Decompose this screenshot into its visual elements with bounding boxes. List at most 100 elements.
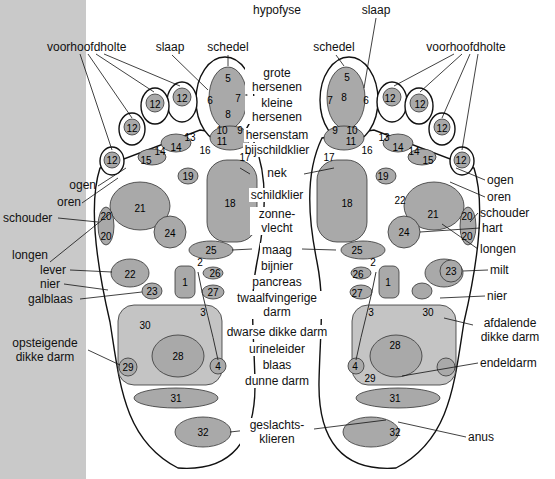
organ-label: ogen (69, 178, 96, 192)
organ-label: afdalende dikke darm (473, 316, 548, 344)
callout-number: 24 (398, 227, 409, 238)
callout-number: 20 (100, 211, 111, 222)
organ-label: hersenstam (244, 128, 311, 142)
callout-number: 13 (184, 132, 195, 143)
organ-label: pancreas (250, 275, 303, 289)
callout-number: 4 (215, 361, 221, 372)
callout-number: 9 (237, 125, 243, 136)
organ-label: slaap (156, 40, 185, 54)
callout-number: 25 (205, 245, 216, 256)
callout-number: 10 (216, 125, 227, 136)
callout-number: 14 (408, 146, 419, 157)
callout-number: 18 (224, 198, 235, 209)
leader-lines (50, 18, 488, 437)
organ-label: voorhoofdholte (426, 40, 505, 54)
organ-label: hart (482, 221, 503, 235)
organ-label: galblaas (28, 292, 73, 306)
organ-label: bijschildklier (243, 143, 312, 157)
callout-number: 6 (363, 95, 369, 106)
callout-number: 2 (370, 257, 376, 268)
callout-number: 20 (461, 231, 472, 242)
callout-number: 16 (361, 145, 372, 156)
organ-label: grote hersenen (245, 66, 309, 94)
organ-label: nier (487, 289, 507, 303)
callout-number: 27 (351, 288, 362, 299)
callout-number: 26 (352, 269, 363, 280)
callout-number: 17 (239, 152, 250, 163)
callout-number: 32 (197, 427, 208, 438)
organ-label: oren (487, 190, 511, 204)
callout-number: 29 (122, 362, 133, 373)
callout-number: 15 (140, 155, 151, 166)
callout-number: 11 (217, 136, 227, 147)
callout-number: 6 (207, 95, 213, 106)
callout-number: 8 (225, 109, 231, 120)
organ-label: lever (40, 263, 66, 277)
callout-number: 12 (176, 93, 187, 104)
callout-number: 18 (341, 198, 352, 209)
callout-number: 2 (197, 257, 203, 268)
callout-number: 16 (199, 145, 210, 156)
callout-number: 30 (139, 320, 150, 331)
organ-label: longen (480, 242, 516, 256)
callout-number: 12 (455, 155, 466, 166)
callout-number: 25 (351, 245, 362, 256)
callout-number: 3 (200, 307, 206, 318)
callout-number: 31 (170, 393, 181, 404)
callout-number: 12 (414, 99, 425, 110)
organ-label: hypofyse (251, 3, 303, 17)
callout-number: 21 (427, 209, 438, 220)
callout-number: 21 (134, 203, 145, 214)
callout-number: 23 (445, 266, 456, 277)
callout-number: 27 (207, 287, 218, 298)
organ-label: longen (12, 248, 48, 262)
organ-label: schedel (313, 40, 354, 54)
organ-label: blaas (261, 358, 294, 372)
callout-number: 30 (422, 307, 433, 318)
right-foot (310, 57, 480, 468)
organ-label: schildklier (249, 188, 306, 202)
callout-number: 11 (346, 136, 356, 147)
callout-number: 20 (461, 211, 472, 222)
organ-label: twaalfvingerige darm (228, 291, 327, 319)
callout-number: 3 (368, 307, 374, 318)
organ-label: voorhoofdholte (47, 40, 126, 54)
organ-label: maag (260, 243, 294, 257)
organ-label: dunne darm (243, 374, 311, 388)
callout-number: 4 (352, 361, 358, 372)
callout-number: 26 (209, 268, 220, 279)
callout-number: 20 (100, 231, 111, 242)
callout-number: 12 (384, 93, 395, 104)
organ-label: opsteigende dikke darm (4, 336, 86, 364)
left-foot (94, 57, 264, 468)
callout-number: 19 (182, 171, 193, 182)
callout-number: 1 (182, 277, 188, 288)
callout-number: 12 (149, 99, 160, 110)
callout-number: 10 (346, 125, 357, 136)
organ-label: urineleider (247, 342, 307, 356)
callout-number: 23 (146, 286, 157, 297)
callout-number: 13 (378, 132, 389, 143)
callout-number: 14 (154, 146, 165, 157)
callout-number: 22 (394, 195, 405, 206)
organ-label: kleine hersenen (245, 96, 309, 124)
organ-label: nek (265, 166, 288, 180)
callout-number: 31 (389, 393, 400, 404)
organ-label: milt (490, 263, 509, 277)
organ-label: bijnier (259, 259, 295, 273)
callout-number: 17 (323, 152, 334, 163)
organ-label: anus (468, 430, 494, 444)
callout-number: 15 (422, 155, 433, 166)
callout-number: 12 (106, 155, 117, 166)
callout-number: 28 (172, 351, 183, 362)
callout-number: 24 (164, 228, 175, 239)
callout-number: 12 (126, 123, 137, 134)
callout-number: 19 (377, 171, 388, 182)
callout-number: 12 (436, 123, 447, 134)
callout-number: 8 (341, 92, 347, 103)
callout-number: 29 (364, 373, 375, 384)
callout-number: 14 (392, 142, 403, 153)
callout-number: 7 (327, 95, 333, 106)
callout-number: 9 (332, 125, 338, 136)
